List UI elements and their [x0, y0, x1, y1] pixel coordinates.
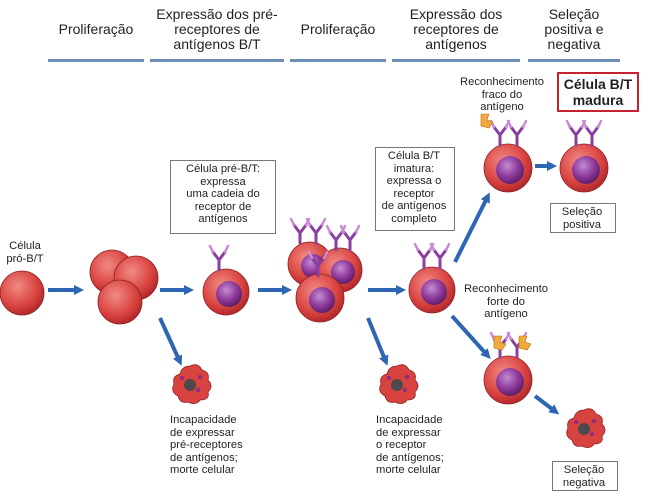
stage-pre-receptor-expression: Expressão dos pré-receptores de antígeno…: [150, 6, 284, 62]
dying-cell-1: [172, 364, 212, 404]
antigen-icon: [493, 335, 507, 351]
arrow-prolif2-to-death2: [366, 317, 389, 366]
stage-proliferation-2: Proliferação: [290, 6, 386, 62]
dying-cell-3: [566, 408, 606, 448]
arrow-immature-to-strong: [450, 314, 491, 359]
antigen-icon: [480, 113, 494, 129]
pre-cell: [202, 244, 250, 316]
pre-receptor-icon: [208, 244, 230, 272]
death2-label: Incapacidade de expressar o receptor de …: [376, 414, 444, 476]
proliferation-cluster-2: [287, 217, 363, 323]
strong-recognition-cell: [483, 331, 533, 405]
mature-cell-label: Célula B/T madura: [557, 72, 639, 112]
stage-selection: Seleção positiva e negativa: [528, 6, 620, 62]
negative-selection-label: Seleção negativa: [562, 464, 606, 489]
antigen-icon: [518, 335, 532, 351]
arrow-immature-to-weak: [453, 192, 490, 263]
pre-cell-bracket: [170, 160, 276, 234]
death1-label: Incapacidade de expressar pré-receptores…: [170, 414, 243, 476]
arrow-prolif-to-death1: [158, 317, 183, 366]
arrow-strong-to-negative: [533, 394, 560, 415]
mature-cell: [559, 119, 609, 193]
weak-recognition-label: Reconhecimento fraco do antígeno: [460, 76, 544, 113]
immature-cell-bracket: [375, 147, 455, 231]
strong-recognition-label: Reconhecimento forte do antígeno: [464, 283, 548, 320]
positive-selection-bracket: [550, 203, 616, 233]
positive-selection-label: Seleção positiva: [561, 206, 603, 231]
arrows: [48, 161, 560, 415]
negative-selection-bracket: [552, 461, 618, 491]
weak-recognition-cell: [480, 113, 533, 193]
proliferation-cluster-1: [89, 249, 159, 325]
pro-cell-label: Célula pró-B/T: [6, 240, 44, 265]
pro-cell: [0, 270, 45, 316]
immature-cell: [408, 242, 456, 314]
dying-cell-2: [379, 364, 419, 404]
pre-cell-label: Célula pré-B/T: expressa uma cadeia do r…: [186, 163, 260, 225]
stage-proliferation-1: Proliferação: [48, 6, 144, 62]
immature-cell-label: Célula B/T imatura: expressa o receptor …: [381, 150, 447, 225]
stage-receptor-expression: Expressão dos receptores de antígenos: [392, 6, 520, 62]
